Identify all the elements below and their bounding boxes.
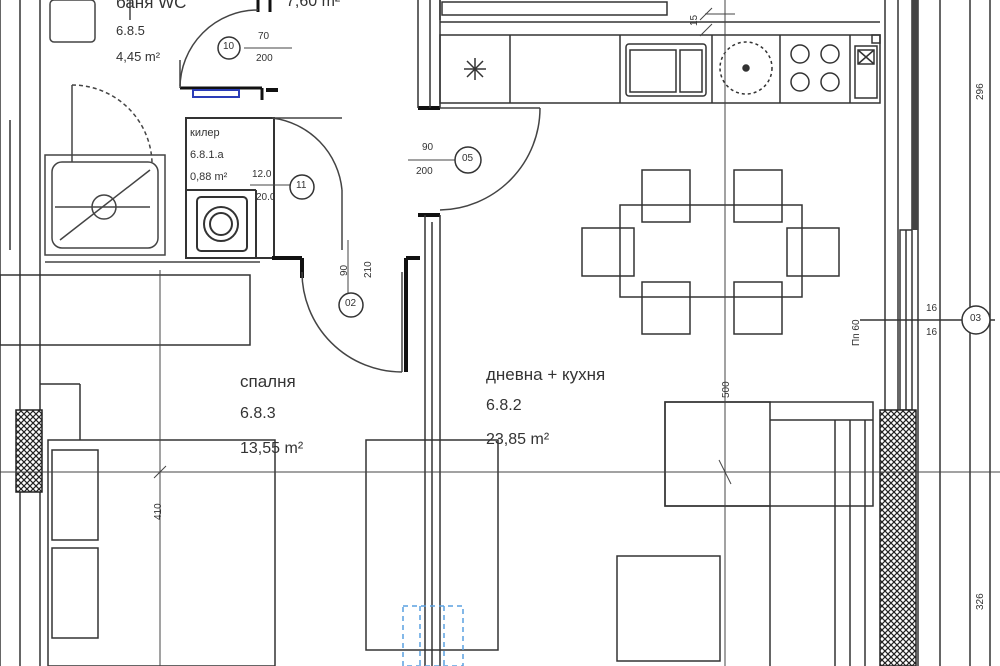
bed — [0, 274, 499, 666]
wall-lines — [417, 0, 441, 666]
dining-set — [581, 169, 840, 335]
closet-name: килер — [190, 127, 220, 139]
window-label: Пп 60 — [851, 319, 862, 346]
window-dim-top: 16 — [926, 303, 938, 314]
bedroom-code: 6.8.3 — [240, 405, 276, 422]
door2-width: 90 — [422, 142, 434, 153]
door3-width: 12.0 — [252, 169, 272, 180]
bath-area: 4,45 m² — [116, 49, 161, 64]
top-gap-dim: 15 — [689, 14, 700, 26]
door3-height: 20.0 — [256, 192, 276, 203]
asterisk-icon — [464, 58, 486, 80]
door4-height: 210 — [363, 261, 374, 278]
top-area: 7,60 m² — [286, 0, 341, 10]
door-tag-circles — [217, 36, 991, 335]
door1-width: 70 — [258, 31, 270, 42]
living-code: 6.8.2 — [486, 397, 522, 414]
bedroom-width-dim: 410 — [153, 503, 164, 520]
bath-door-arc — [179, 9, 259, 89]
closet-code: 6.8.1.a — [190, 149, 224, 161]
bedroom-door-arc — [301, 271, 403, 373]
bath-name: баня WC — [116, 0, 187, 12]
right-top-dim: 296 — [975, 83, 986, 100]
living-area: 23,85 m² — [486, 431, 550, 448]
living-depth-dim: 500 — [721, 381, 732, 398]
dashed-marker — [402, 605, 464, 666]
door4-tag: 02 — [345, 298, 357, 309]
door3-tag: 11 — [296, 180, 307, 191]
entry-door-arc — [439, 107, 541, 211]
sofa — [616, 401, 874, 666]
door2-height: 200 — [416, 166, 433, 177]
window-dim-bottom: 16 — [926, 327, 938, 338]
living-name: дневна + кухня — [486, 365, 606, 384]
closet-walls — [185, 117, 275, 259]
bedroom-name: спалня — [240, 372, 296, 391]
corridor-walls — [266, 88, 440, 372]
door4-width: 90 — [339, 264, 350, 276]
bath-fixtures — [44, 0, 260, 263]
door1-height: 200 — [256, 53, 273, 64]
right-bottom-dim: 326 — [975, 593, 986, 610]
closet-door-arc — [271, 117, 343, 191]
left-walls — [0, 0, 41, 666]
left-hatch-column — [15, 409, 43, 493]
closet-area: 0,88 m² — [190, 171, 228, 183]
door2-tag: 05 — [462, 153, 474, 164]
bath-code: 6.8.5 — [116, 23, 145, 38]
right-hatch-column — [879, 409, 917, 666]
kitchen-counter — [439, 0, 881, 104]
window-tag: 03 — [970, 313, 982, 324]
bath-vent — [192, 89, 240, 98]
door1-tag: 10 — [223, 41, 235, 52]
bedroom-area: 13,55 m² — [240, 440, 304, 457]
